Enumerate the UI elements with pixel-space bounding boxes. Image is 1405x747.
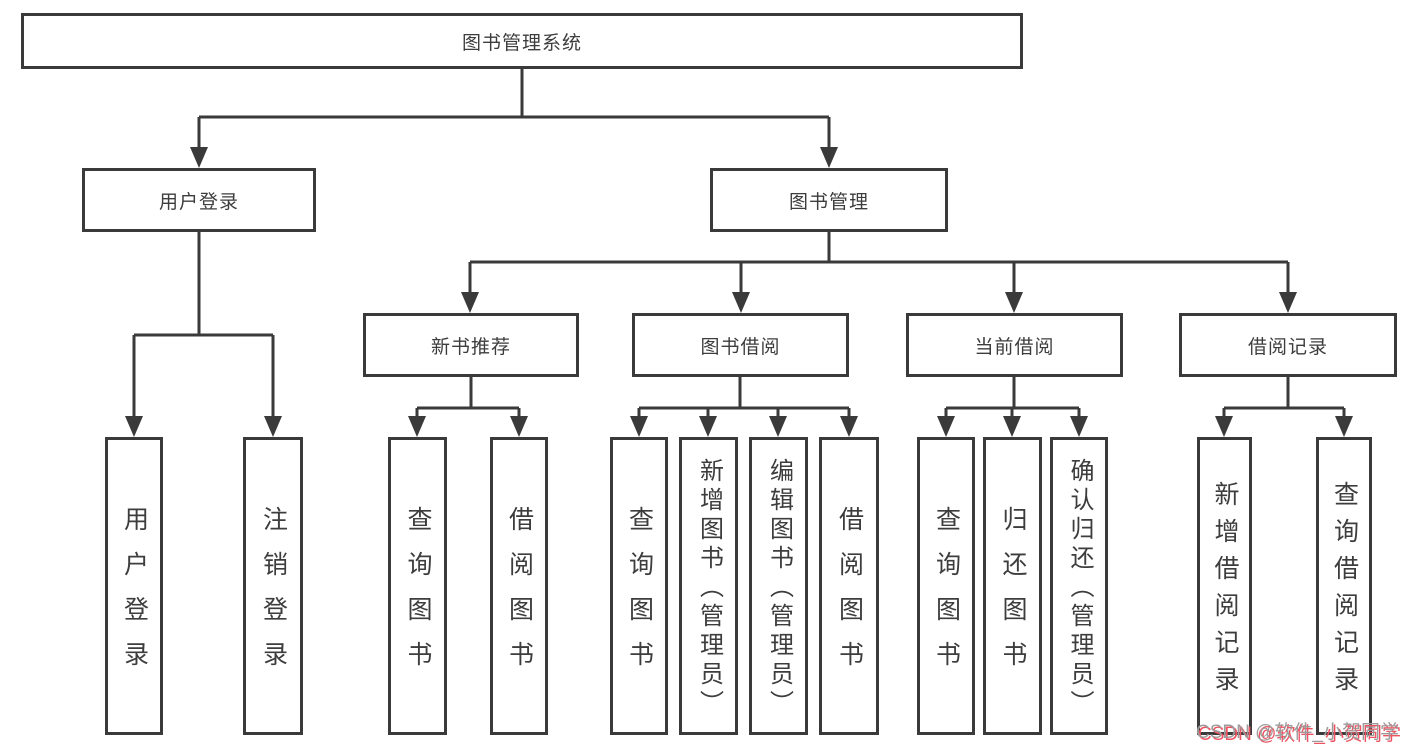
leaf-borrow-books: 借阅图书 <box>819 437 879 735</box>
leaf-query-books-current: 查询图书 <box>917 437 975 735</box>
leaf-confirm-return-admin: 确认归还（管理员） <box>1050 437 1108 735</box>
csdn-watermark: CSDN @软件_小贺同学 <box>1196 722 1399 743</box>
leaf-label: 查询图书 <box>932 506 961 686</box>
leaf-label: 确认归还（管理员） <box>1066 458 1093 719</box>
leaf-logout: 注销登录 <box>243 437 303 735</box>
leaf-query-borrow-record: 查询借阅记录 <box>1316 437 1372 735</box>
leaf-label: 借阅图书 <box>835 506 864 686</box>
leaf-label: 注销登录 <box>259 506 288 686</box>
node-book-borrow: 图书借阅 <box>632 313 849 377</box>
leaf-label: 归还图书 <box>999 506 1027 686</box>
leaf-query-books-recommend: 查询图书 <box>388 437 447 735</box>
leaf-label: 新增借阅记录 <box>1211 481 1239 703</box>
arrowheads <box>125 147 1353 437</box>
leaf-edit-books-admin: 编辑图书（管理员） <box>749 437 808 735</box>
leaf-label: 查询图书 <box>625 506 654 686</box>
leaf-add-books-admin: 新增图书（管理员） <box>679 437 738 735</box>
node-root: 图书管理系统 <box>21 13 1023 69</box>
node-current-borrow: 当前借阅 <box>906 313 1123 377</box>
leaf-label: 查询借阅记录 <box>1330 481 1359 703</box>
leaf-query-books: 查询图书 <box>610 437 668 735</box>
leaf-label: 借阅图书 <box>505 506 534 686</box>
leaf-label: 查询图书 <box>404 506 432 686</box>
leaf-label: 编辑图书（管理员） <box>765 458 793 719</box>
node-book-management: 图书管理 <box>710 168 948 232</box>
leaf-borrow-books-recommend: 借阅图书 <box>490 437 548 735</box>
leaf-return-books: 归还图书 <box>983 437 1042 735</box>
leaf-label: 新增图书（管理员） <box>695 458 723 719</box>
leaf-label: 用户登录 <box>120 506 149 686</box>
leaf-user-login: 用户登录 <box>105 437 163 735</box>
node-new-book-recommend: 新书推荐 <box>363 313 579 377</box>
leaf-add-borrow-record: 新增借阅记录 <box>1197 437 1252 735</box>
node-borrow-records: 借阅记录 <box>1179 313 1397 377</box>
node-user-login: 用户登录 <box>82 168 316 232</box>
